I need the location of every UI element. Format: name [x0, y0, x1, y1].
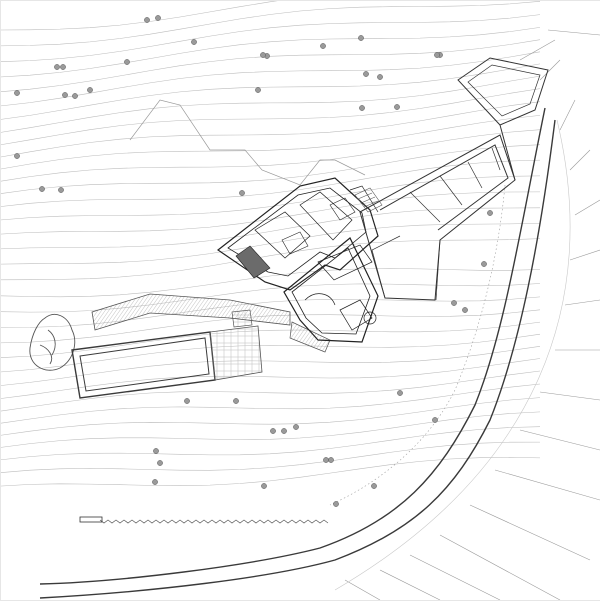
- contour-line: [0, 411, 541, 448]
- contour-line: [0, 159, 541, 207]
- contour-line: [0, 129, 541, 182]
- boundary-fence: [99, 519, 329, 524]
- contour-line: [0, 191, 541, 235]
- tree-marker: [371, 483, 377, 489]
- tree-marker: [191, 39, 197, 45]
- contour-line: [0, 321, 541, 358]
- access-driveway: [457, 57, 549, 181]
- contour-line: [0, 383, 541, 424]
- contour-line: [0, 268, 541, 298]
- contour-line: [0, 238, 541, 281]
- tree-marker: [359, 105, 365, 111]
- tree-marker: [377, 74, 383, 80]
- tree-marker: [54, 64, 60, 70]
- tree-marker: [14, 90, 20, 96]
- contour-line: [0, 283, 541, 313]
- contour-line: [0, 175, 541, 221]
- tree-marker: [62, 92, 68, 98]
- house-footprint: [216, 177, 379, 343]
- tree-marker: [397, 390, 403, 396]
- tree-marker: [255, 87, 261, 93]
- tree-marker: [87, 87, 93, 93]
- contour-line: [0, 346, 541, 386]
- terrain-contour-lines: [0, 0, 541, 487]
- tree-marker: [155, 15, 161, 21]
- tree-marker: [328, 457, 334, 463]
- original-terrain-outline: [129, 99, 366, 186]
- tree-marker: [233, 398, 239, 404]
- contour-line: [0, 51, 541, 107]
- tree-marker: [60, 64, 66, 70]
- tree-marker: [434, 52, 440, 58]
- contour-line: [0, 39, 541, 93]
- contour-line: [0, 333, 541, 373]
- tree-marker: [281, 428, 287, 434]
- tree-marker: [152, 479, 158, 485]
- contour-line: [0, 63, 541, 120]
- entry-stairs: [354, 187, 383, 213]
- tree-marker: [481, 261, 487, 267]
- contour-line: [0, 358, 541, 399]
- slope-strip-lines: [334, 29, 600, 600]
- contour-line: [0, 144, 541, 194]
- contour-line: [0, 207, 541, 250]
- tree-marker: [261, 483, 267, 489]
- tree-marker: [58, 187, 64, 193]
- tree-marker: [451, 300, 457, 306]
- tree-marker: [14, 153, 20, 159]
- contour-line: [0, 0, 285, 31]
- contour-line: [0, 296, 541, 328]
- tree-marker: [72, 93, 78, 99]
- contour-line: [0, 397, 541, 436]
- tree-marker: [144, 17, 150, 23]
- tree-marker: [432, 417, 438, 423]
- tree-marker: [270, 428, 276, 434]
- tree-marker: [333, 501, 339, 507]
- tree-marker: [124, 59, 130, 65]
- contour-line: [0, 88, 541, 146]
- tree-marker: [153, 448, 159, 454]
- tree-marker: [323, 457, 329, 463]
- retaining-wall: [91, 293, 331, 353]
- tree-marker: [462, 307, 468, 313]
- rock-outcrop: [29, 314, 76, 371]
- tree-marker: [260, 52, 266, 58]
- tree-marker: [184, 398, 190, 404]
- tree-marker: [239, 190, 245, 196]
- contour-line: [0, 441, 541, 473]
- tree-marker: [320, 43, 326, 49]
- tree-marker: [293, 424, 299, 430]
- road-edge: [39, 107, 556, 599]
- tree-marker: [487, 210, 493, 216]
- tree-markers: [14, 15, 493, 507]
- contour-line: [0, 115, 541, 170]
- contour-line: [0, 27, 541, 78]
- tree-marker: [394, 104, 400, 110]
- tree-marker: [157, 460, 163, 466]
- contour-line: [0, 457, 541, 487]
- contour-line: [0, 370, 541, 412]
- gate-marker: [79, 516, 103, 523]
- contour-line: [0, 14, 541, 62]
- contour-line: [0, 75, 541, 133]
- contour-line: [0, 1, 541, 47]
- contour-line: [0, 426, 541, 461]
- carport: [359, 134, 516, 301]
- tree-marker: [358, 35, 364, 41]
- tree-marker: [363, 71, 369, 77]
- contour-line: [0, 101, 541, 158]
- tree-marker: [39, 186, 45, 192]
